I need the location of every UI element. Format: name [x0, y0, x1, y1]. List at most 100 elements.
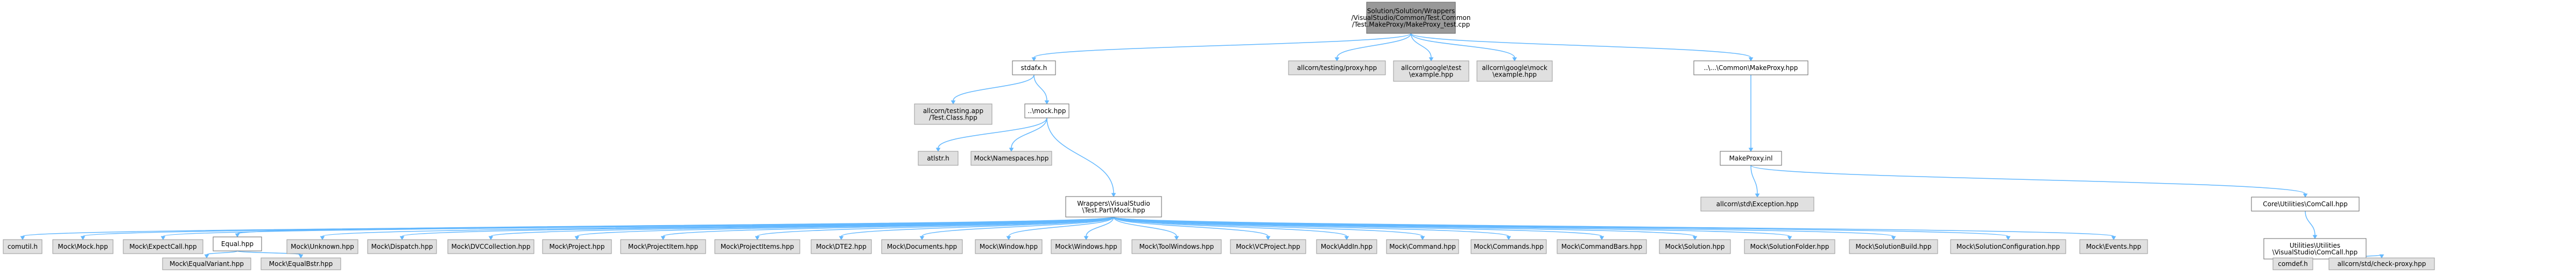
- node-mock-commandbars: Mock\CommandBars.hpp: [1557, 239, 1647, 254]
- node-label-line: Mock\ExpectCall.hpp: [129, 243, 196, 250]
- edge-core_comcall-to-utilities_vs_comcall: [2305, 211, 2318, 239]
- edge-arrowhead: [1512, 57, 1517, 61]
- node-box: [1024, 103, 1069, 118]
- node-box: [1393, 60, 1469, 82]
- edge-arrowhead: [1599, 236, 1604, 240]
- edge-line: [237, 216, 1114, 234]
- node-label-line: Mock\Windows.hpp: [1055, 243, 1117, 250]
- edge-arrowhead: [1748, 57, 1754, 61]
- node-box: [542, 239, 612, 254]
- node-makeproxy-inl[interactable]: MakeProxy.inl: [1720, 151, 1782, 166]
- node-gmock-example: allcorn\google\mock\example.hpp: [1476, 60, 1553, 82]
- node-label-line: /VisualStudio/Common/Test.Common: [1352, 14, 1471, 22]
- edge-line: [1410, 33, 1515, 58]
- node-mock-events: Mock\Events.hpp: [2079, 239, 2148, 254]
- edge-wrappers_vs_mock-to-mock_documents: [919, 216, 1114, 240]
- node-label-line: ..\mock.hpp: [1028, 107, 1066, 115]
- node-box: [914, 103, 993, 125]
- edge-line: [1113, 216, 1509, 237]
- edge-arrowhead: [204, 254, 209, 258]
- node-label-line: Mock\ToolWindows.hpp: [1139, 243, 1214, 250]
- node-label-line: Mock\DVCCollection.hpp: [452, 243, 531, 250]
- edge-line: [1113, 216, 1269, 237]
- node-box: [1744, 239, 1835, 254]
- node-label-line: Wrappers\VisualStudio: [1077, 200, 1150, 207]
- node-box: [918, 151, 959, 166]
- node-label-line: MakeProxy.inl: [1729, 155, 1773, 162]
- node-mock-solutionbuild: Mock\SolutionBuild.hpp: [1849, 239, 1938, 254]
- node-label-line: Mock\SolutionConfiguration.hpp: [1956, 243, 2060, 250]
- edge-root-to-common_makeproxy: [1410, 33, 1754, 61]
- node-mock-dispatch: Mock\Dispatch.hpp: [367, 239, 437, 254]
- edge-wrappers_vs_mock-to-mock_window: [1006, 216, 1114, 240]
- node-label-line: Mock\Events.hpp: [2086, 243, 2142, 250]
- node-mock-toolwindows: Mock\ToolWindows.hpp: [1131, 239, 1222, 254]
- node-box: [620, 239, 706, 254]
- edge-arrowhead: [660, 236, 666, 240]
- node-label-line: Mock\ProjectItem.hpp: [628, 243, 698, 250]
- node-mock-windows: Mock\Windows.hpp: [1051, 239, 1122, 254]
- node-label-line: Mock\Window.hpp: [980, 243, 1038, 250]
- edge-arrowhead: [1006, 236, 1011, 240]
- node-label-line: Mock\EqualVariant.hpp: [170, 260, 244, 268]
- edge-arrowhead: [160, 236, 166, 240]
- node-std-exception: allcorn\std\Exception.hpp: [1700, 197, 1814, 212]
- edge-arrowhead: [2303, 193, 2308, 198]
- node-comdef: comdef.h: [2272, 257, 2313, 270]
- edge-root-to-testing_proxy: [1334, 33, 1412, 61]
- edge-arrowhead: [1692, 236, 1698, 240]
- edge-arrowhead: [951, 100, 956, 104]
- edge-mock_hpp-to-mock_namespaces: [1009, 117, 1047, 152]
- node-label-line: Mock\VCProject.hpp: [1236, 243, 1300, 250]
- node-mock-unknown: Mock\Unknown.hpp: [286, 239, 358, 254]
- node-label-line: allcorn\google\mock: [1482, 64, 1547, 72]
- node-mock-dvccollection: Mock\DVCCollection.hpp: [447, 239, 534, 254]
- node-label-line: allcorn/std/check-proxy.hpp: [2338, 260, 2426, 268]
- edge-wrappers_vs_mock-to-mock_commandbars: [1113, 216, 1604, 240]
- node-core-comcall[interactable]: Core\Utilities\ComCall.hpp: [2251, 197, 2360, 212]
- edge-arrowhead: [320, 236, 325, 240]
- node-box: [367, 239, 437, 254]
- edge-arrowhead: [919, 236, 925, 240]
- edge-line: [1008, 216, 1114, 237]
- node-mock-projectitem: Mock\ProjectItem.hpp: [620, 239, 706, 254]
- node-box: [213, 236, 262, 251]
- edge-line: [953, 74, 1034, 101]
- node-root[interactable]: Solution/Solution/Wrappers/VisualStudio/…: [1352, 2, 1471, 34]
- node-label-line: \example.hpp: [1493, 71, 1537, 78]
- edge-arrowhead: [488, 236, 494, 240]
- node-label-line: \VisualStudio\ComCall.hpp: [2272, 248, 2358, 256]
- edge-wrappers_vs_mock-to-equal: [235, 216, 1114, 237]
- node-label-line: Mock\Unknown.hpp: [291, 243, 354, 250]
- node-testing-proxy: allcorn/testing/proxy.hpp: [1288, 60, 1386, 75]
- node-label-line: atlstr.h: [927, 155, 949, 162]
- edge-arrowhead: [298, 254, 304, 258]
- edge-line: [1113, 216, 1177, 237]
- node-label-line: Mock\Mock.hpp: [58, 243, 108, 250]
- edge-line: [1336, 33, 1412, 58]
- node-box: [1470, 239, 1547, 254]
- edge-arrowhead: [1265, 236, 1271, 240]
- node-box: [1051, 239, 1122, 254]
- edge-arrowhead: [2005, 236, 2011, 240]
- node-layer: Solution/Solution/Wrappers/VisualStudio/…: [3, 2, 2435, 270]
- node-atlstr: atlstr.h: [918, 151, 959, 166]
- node-label-line: Utilities\Utilities: [2290, 242, 2340, 249]
- node-mock-solutionconfiguration: Mock\SolutionConfiguration.hpp: [1950, 239, 2066, 254]
- node-label-line: Mock\SolutionFolder.hpp: [1750, 243, 1829, 250]
- node-mock-hpp[interactable]: ..\mock.hpp: [1024, 103, 1069, 118]
- node-label-line: Mock\ProjectItems.hpp: [721, 243, 794, 250]
- node-wrappers-vs-mock[interactable]: Wrappers\VisualStudio\Test.Part\Mock.hpp: [1065, 196, 1162, 218]
- node-comutil: comutil.h: [3, 239, 43, 254]
- edge-line: [322, 216, 1114, 237]
- edge-wrappers_vs_mock-to-mock_projectitem: [660, 216, 1114, 240]
- node-common-makeproxy[interactable]: ..\...\Common\MakeProxy.hpp: [1693, 60, 1808, 75]
- node-box: [261, 257, 341, 270]
- node-stdafx[interactable]: stdafx.h: [1012, 60, 1056, 75]
- node-equal[interactable]: Equal.hpp: [213, 236, 262, 251]
- node-utilities-vs-comcall[interactable]: Utilities\Utilities\VisualStudio\ComCall…: [2263, 238, 2367, 260]
- node-mock-expectcall: Mock\ExpectCall.hpp: [123, 239, 203, 254]
- node-label-line: comutil.h: [8, 243, 38, 250]
- edge-wrappers_vs_mock-to-mock_addin: [1113, 216, 1349, 240]
